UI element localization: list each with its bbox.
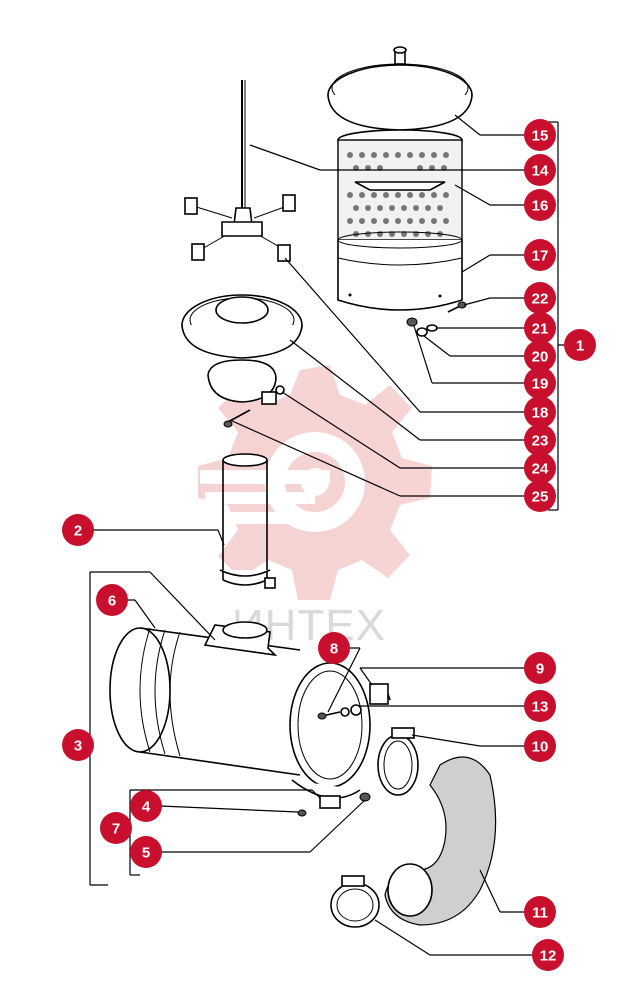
callout-6: 6 bbox=[96, 584, 128, 616]
svg-text:6: 6 bbox=[108, 593, 116, 610]
callout-15: 15 bbox=[524, 119, 556, 151]
perforated-screen-part bbox=[337, 129, 463, 241]
svg-text:11: 11 bbox=[532, 905, 548, 922]
callout-18: 18 bbox=[524, 396, 556, 428]
top-cover-part bbox=[327, 46, 473, 131]
svg-text:14: 14 bbox=[532, 163, 549, 180]
svg-text:9: 9 bbox=[536, 661, 544, 678]
callout-25: 25 bbox=[524, 480, 556, 512]
svg-text:19: 19 bbox=[532, 376, 549, 393]
svg-text:17: 17 bbox=[532, 248, 549, 265]
callout-20: 20 bbox=[524, 340, 556, 372]
svg-text:25: 25 bbox=[532, 489, 549, 506]
hardware-screw-8 bbox=[317, 711, 341, 720]
callout-17: 17 bbox=[524, 239, 556, 271]
hose-clamp-10-part bbox=[377, 727, 419, 796]
callout-9: 9 bbox=[524, 652, 556, 684]
svg-text:21: 21 bbox=[532, 321, 549, 338]
callout-3: 3 bbox=[62, 729, 94, 761]
svg-text:7: 7 bbox=[112, 821, 120, 838]
watermark-gear-icon bbox=[198, 365, 432, 600]
hardware-washer-13 bbox=[340, 704, 362, 717]
elbow-hose-part bbox=[384, 756, 497, 926]
callout-2: 2 bbox=[62, 514, 94, 546]
callout-5: 5 bbox=[130, 836, 162, 868]
svg-text:10: 10 bbox=[532, 739, 549, 756]
precleaner-cap-part bbox=[181, 294, 303, 359]
hardware-nut-19 bbox=[406, 317, 418, 327]
callout-23: 23 bbox=[524, 424, 556, 456]
callout-16: 16 bbox=[524, 189, 556, 221]
callout-14: 14 bbox=[524, 154, 556, 186]
svg-text:8: 8 bbox=[330, 641, 338, 658]
callout-24: 24 bbox=[524, 452, 556, 484]
base-clamp-part bbox=[291, 779, 371, 817]
filter-bowl-part bbox=[337, 231, 463, 311]
svg-text:12: 12 bbox=[540, 948, 557, 965]
svg-text:22: 22 bbox=[532, 291, 549, 308]
svg-text:24: 24 bbox=[532, 461, 549, 478]
callout-11: 11 bbox=[524, 896, 556, 928]
leader-lines bbox=[80, 114, 580, 956]
callout-1: 1 bbox=[564, 329, 596, 361]
svg-text:4: 4 bbox=[142, 799, 151, 816]
intake-tube-part bbox=[219, 453, 276, 589]
callout-4: 4 bbox=[130, 790, 162, 822]
callout-8: 8 bbox=[318, 632, 350, 664]
rod-spider-part bbox=[184, 80, 296, 262]
hardware-nut-20 bbox=[416, 327, 428, 337]
svg-text:3: 3 bbox=[74, 738, 82, 755]
svg-text:18: 18 bbox=[532, 405, 549, 422]
svg-text:23: 23 bbox=[532, 433, 549, 450]
callout-19: 19 bbox=[524, 367, 556, 399]
band-clamp-part bbox=[207, 359, 285, 428]
callout-12: 12 bbox=[532, 939, 564, 971]
callout-21: 21 bbox=[524, 312, 556, 344]
svg-text:1: 1 bbox=[576, 338, 584, 355]
svg-text:15: 15 bbox=[532, 128, 549, 145]
callout-10: 10 bbox=[524, 730, 556, 762]
callout-13: 13 bbox=[524, 690, 556, 722]
hose-clamp-12-part bbox=[330, 875, 380, 928]
callout-22: 22 bbox=[524, 282, 556, 314]
callout-7: 7 bbox=[100, 812, 132, 844]
hardware-washer-21 bbox=[426, 324, 438, 332]
svg-text:16: 16 bbox=[532, 198, 549, 215]
svg-text:2: 2 bbox=[74, 523, 82, 540]
svg-text:20: 20 bbox=[532, 349, 549, 366]
svg-text:13: 13 bbox=[532, 699, 549, 716]
svg-text:5: 5 bbox=[142, 845, 150, 862]
